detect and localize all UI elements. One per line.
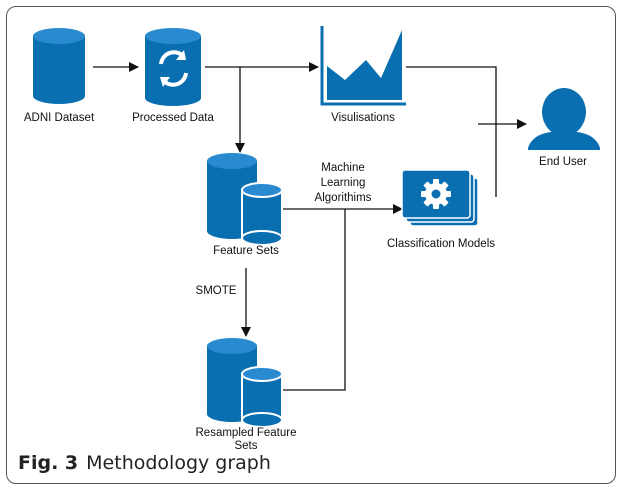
smote-label: SMOTE <box>196 285 237 297</box>
line-visualisations-to-user <box>406 66 497 197</box>
figure-caption: Fig. 3 Methodology graph <box>18 452 271 474</box>
methodology-diagram: ADNI Dataset Processed Data Visulisation… <box>24 26 600 450</box>
database-icon <box>33 28 85 104</box>
classification-models-label: Classification Models <box>387 238 495 250</box>
caption-label: Fig. 3 <box>18 452 79 474</box>
refresh-icon <box>159 50 188 87</box>
feature-sets-database-icon <box>207 153 283 246</box>
resampled-label-line1: Resampled Feature <box>196 427 297 439</box>
adni-dataset-label: ADNI Dataset <box>24 112 95 124</box>
processed-database-icon <box>145 28 201 106</box>
line-resampled-to-ml <box>283 209 346 391</box>
visualisations-label: Visulisations <box>331 112 395 124</box>
feature-sets-label: Feature Sets <box>213 245 279 257</box>
gear-icon <box>421 179 451 209</box>
figure-frame <box>6 6 616 484</box>
end-user-label: End User <box>539 156 587 168</box>
line-chart-icon <box>320 26 406 106</box>
resampled-label-line2: Sets <box>234 440 257 450</box>
connectors <box>93 62 527 391</box>
caption-text: Methodology graph <box>86 452 271 474</box>
resampled-database-icon <box>207 338 283 428</box>
ml-label-line2: Learning <box>321 177 366 189</box>
user-icon <box>528 88 600 150</box>
ml-label-line1: Machine <box>321 162 364 174</box>
processed-data-label: Processed Data <box>132 112 214 124</box>
ml-label-line3: Algorithims <box>315 192 372 204</box>
